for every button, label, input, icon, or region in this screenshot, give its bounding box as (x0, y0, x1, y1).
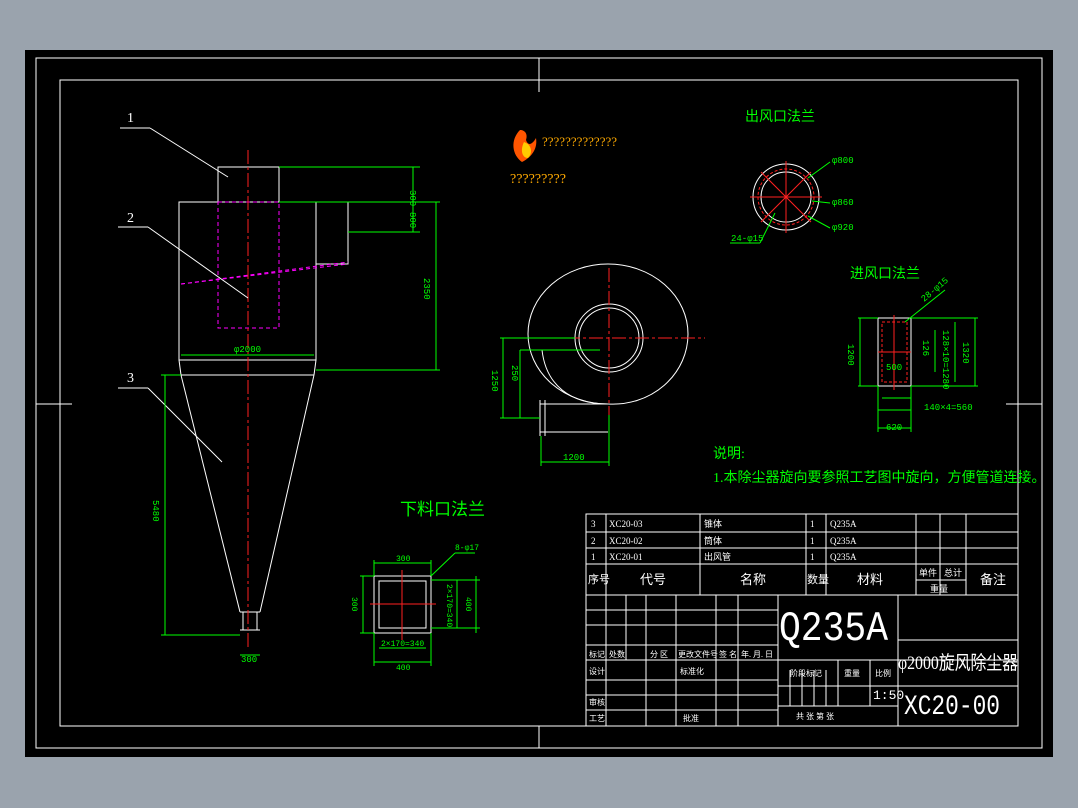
bom-header: 序号 代号 名称 数量 材料 单件 总计 重量 备注 (588, 567, 1006, 594)
bom-cell: Q235A (830, 519, 857, 529)
dis-dim-400: 400 (396, 664, 411, 673)
bom-cell: XC20-02 (609, 536, 643, 546)
dim-2350: 2350 (421, 278, 431, 300)
dis-dim-300: 300 (396, 555, 411, 564)
bom-header-weight: 重量 (930, 583, 948, 594)
callout-leaders (118, 127, 249, 463)
label-approve: 批准 (683, 713, 699, 723)
plan-dim-1200: 1200 (563, 453, 585, 463)
inlet-dim-126: 126 (920, 340, 930, 356)
plan-dim-1250: 1250 (489, 370, 499, 392)
title-inlet-flange: 进风口法兰 (850, 266, 920, 282)
drawing-sheet (25, 50, 1053, 757)
bom-table-grid (585, 513, 1019, 727)
logo-line2: ????????? (510, 172, 566, 187)
plan-view-drawing (500, 263, 705, 466)
bom-header-unit-weight: 单件 (919, 567, 937, 578)
label-review: 审核 (589, 697, 605, 707)
label-standard: 标准化 (680, 666, 704, 676)
bom-cell: XC20-03 (609, 519, 643, 529)
title-block-grid (586, 595, 1018, 726)
notes-line1: 1.本除尘器旋向要参照工艺图中旋向，方便管道连接。 (713, 469, 1046, 486)
plan-dim-250: 250 (509, 365, 519, 381)
title-discharge-flange: 下料口法兰 (400, 500, 485, 519)
label-mark: 标记 (589, 649, 605, 659)
label-process: 工艺 (589, 714, 605, 723)
bom-header-name: 名称 (740, 572, 766, 587)
bom-header-no: 序号 (588, 572, 610, 586)
callout-3: 3 (127, 371, 134, 386)
bom-cell: 1 (810, 536, 815, 546)
dim-5480: 5480 (150, 500, 160, 522)
bom-cell: 2 (591, 536, 596, 546)
logo-line1: ????????????? (542, 134, 617, 149)
bom-cell: Q235A (830, 536, 857, 546)
title-drawing-name: φ2000旋风除尘器 (898, 652, 1018, 674)
bom-row-3: 3 XC20-03 锥体 1 Q235A (591, 518, 857, 529)
bom-cell: Q235A (830, 552, 857, 562)
inlet-dim-500: 500 (886, 363, 902, 373)
bom-cell: 锥体 (704, 518, 722, 529)
callout-1: 1 (127, 111, 134, 126)
bom-header-total-weight: 总计 (944, 567, 962, 578)
notes-heading: 说明: (713, 446, 745, 462)
dis-dim-400-right: 400 (463, 597, 472, 612)
bom-cell: 出风管 (704, 551, 731, 562)
dim-800: 800 (407, 212, 417, 228)
inlet-dim-128x10: 128×10=1280 (940, 330, 950, 389)
label-sign: 签 名 (719, 649, 737, 659)
outlet-dim-800: φ800 (832, 156, 854, 166)
dis-holes: 8-φ17 (455, 544, 479, 553)
callout-2: 2 (127, 211, 134, 226)
bom-row-2: 2 XC20-02 筒体 1 Q235A (591, 535, 857, 546)
outlet-dim-920: φ920 (832, 223, 854, 233)
inlet-dim-1320: 1320 (960, 342, 970, 364)
dim-body-diameter: φ2000 (234, 345, 261, 355)
logo: ????????????? ????????? (510, 130, 617, 187)
bom-header-code: 代号 (640, 572, 666, 587)
dim-300-top: 300 (407, 190, 417, 206)
bom-header-material: 材料 (857, 572, 883, 587)
label-date: 年. 月. 日 (741, 649, 773, 659)
inlet-dim-1200: 1200 (845, 344, 855, 366)
bom-cell: 3 (591, 519, 596, 529)
bom-cell: XC20-01 (609, 552, 643, 562)
bom-header-qty: 数量 (807, 573, 829, 586)
label-sheets: 共 张 第 张 (796, 711, 834, 721)
outlet-flange-drawing (730, 161, 831, 244)
bom-cell: 筒体 (704, 535, 722, 546)
outlet-holes: 24-φ15 (731, 234, 763, 244)
frame-center-marks (36, 58, 1042, 748)
flame-inner-icon (521, 142, 531, 158)
title-block-labels: 标记 处数 分 区 更改文件号 签 名 年. 月. 日 设计 标准化 阶段标记 … (589, 649, 891, 723)
label-change-doc: 更改文件号 (678, 649, 718, 659)
bom-row-1: 1 XC20-01 出风管 1 Q235A (591, 551, 857, 562)
bom-cell: 1 (810, 552, 815, 562)
label-stage-mark: 阶段标记 (790, 668, 822, 678)
inlet-dim-140x4: 140×4=560 (924, 403, 973, 413)
label-weight: 重量 (844, 668, 860, 678)
dis-dim-bottom-2x170: 2×170=340 (381, 640, 424, 649)
title-material: Q235A (779, 605, 889, 653)
label-count: 处数 (609, 649, 625, 659)
discharge-flange-drawing (360, 552, 480, 666)
title-outlet-flange: 出风口法兰 (745, 109, 815, 125)
main-dimension-lines (161, 166, 440, 656)
bom-cell: 1 (591, 552, 596, 562)
label-ratio: 比例 (875, 668, 891, 678)
dis-dim-2x170: 2×170=340 (444, 584, 453, 627)
label-zone: 分 区 (650, 650, 668, 659)
inlet-dim-620: 620 (886, 423, 902, 433)
dis-dim-left-300: 300 (349, 597, 358, 612)
bom-header-remarks: 备注 (980, 572, 1006, 587)
bom-cell: 1 (810, 519, 815, 529)
label-design: 设计 (589, 666, 605, 676)
title-scale: 1:50 (873, 688, 904, 703)
outlet-dim-860: φ860 (832, 198, 854, 208)
title-drawing-no: XC20-00 (904, 692, 1000, 723)
inlet-flange-drawing (858, 289, 978, 432)
dim-300-bottom: 300 (241, 655, 257, 665)
